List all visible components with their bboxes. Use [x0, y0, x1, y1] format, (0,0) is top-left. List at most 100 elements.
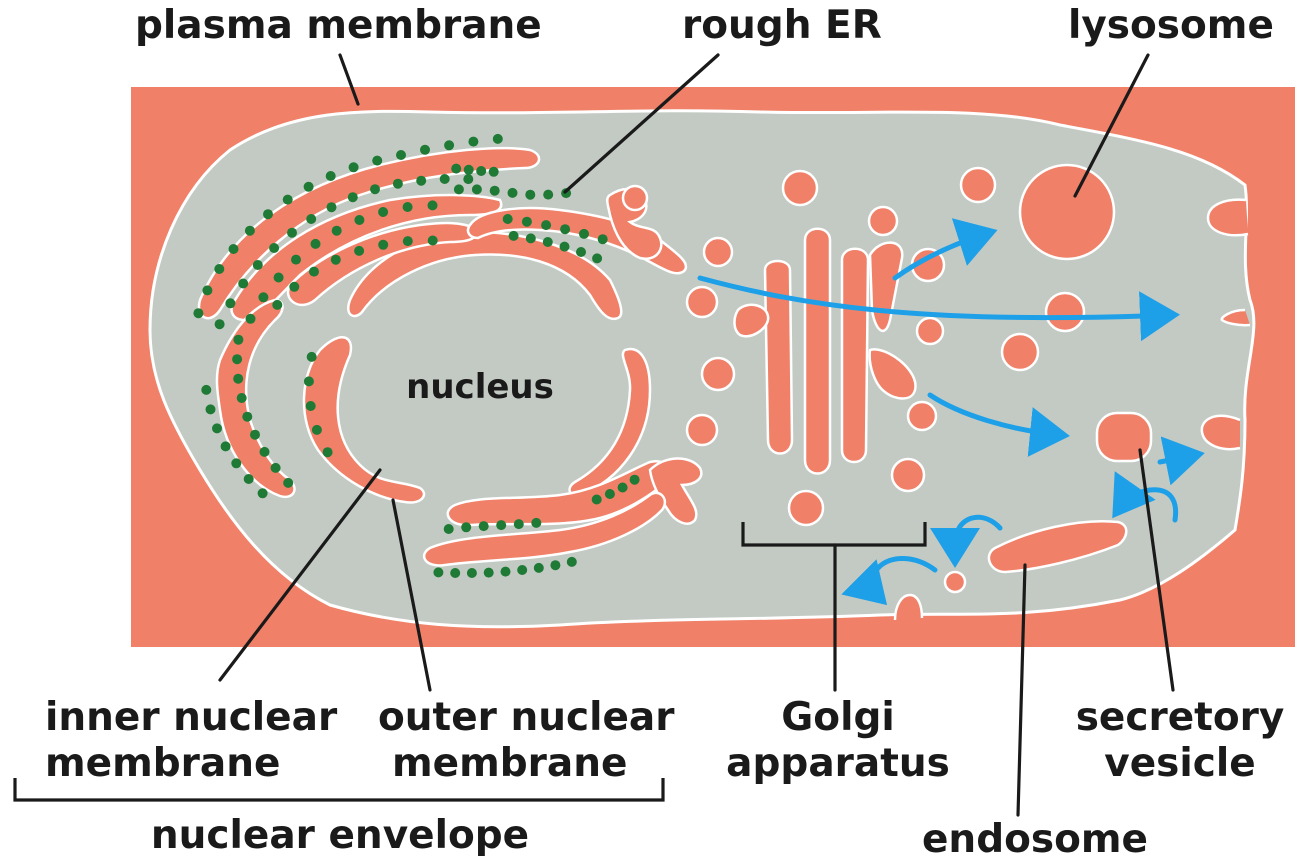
golgi-apparatus-label-line2: apparatus	[726, 741, 950, 786]
ribosome-dot	[550, 560, 561, 571]
ribosome-dot	[463, 164, 474, 175]
ribosome-dot	[439, 174, 450, 184]
ribosome-dot	[466, 568, 477, 578]
ribosome-dot	[476, 166, 487, 176]
ribosome-dot	[193, 308, 204, 319]
ribosome-dot	[496, 520, 507, 531]
nuclear-envelope-cisternae	[302, 230, 672, 527]
ribosome-dot	[461, 522, 472, 533]
ribosome-dot	[507, 187, 518, 198]
ribosome-dot	[370, 184, 380, 195]
arrow-endosome-to-vesicle	[930, 514, 1003, 568]
leader-lysosome	[1073, 53, 1150, 198]
ribosome-dot	[531, 517, 542, 528]
golgi-bracket	[741, 522, 927, 547]
inner-nuclear-membrane-label-line2: membrane	[45, 741, 280, 786]
ribosome-dot	[232, 354, 243, 365]
membrane-pit-bottom	[893, 593, 924, 621]
lysosome-label: lysosome	[1068, 3, 1274, 48]
arrow-secretory-to-membrane	[1157, 436, 1205, 486]
ribosome-dot	[500, 566, 511, 577]
golgi-cisterna-6	[733, 303, 770, 338]
ribosome-dot	[463, 174, 474, 185]
golgi-cisterna-2	[803, 227, 832, 475]
vesicle	[1000, 332, 1040, 372]
ribosome-dot	[444, 140, 455, 151]
leader-outer-nuclear-membrane	[391, 498, 432, 692]
ribosome-dot	[242, 411, 253, 422]
ribosome-dot	[258, 292, 269, 303]
ribosome-dot	[228, 244, 239, 254]
arrow-golgi-to-lysosome	[892, 218, 998, 281]
ribosome-dot	[489, 185, 500, 196]
arrow-vesicle-to-pit	[841, 556, 938, 606]
vesicle	[685, 413, 719, 447]
ribosome-dot	[392, 178, 403, 189]
golgi-apparatus-label-line1: Golgi	[781, 695, 894, 740]
ribosome-dot	[236, 393, 247, 403]
ribosome-dot	[231, 458, 242, 469]
ribosome-dot	[243, 474, 254, 484]
golgi-cisterna-1	[763, 259, 794, 455]
ribosome-dot	[220, 441, 231, 452]
ribosome-dot	[420, 144, 430, 155]
ribosome-dot	[205, 404, 216, 415]
ribosome-dot	[579, 228, 589, 239]
nuclear-envelope-left	[302, 336, 426, 504]
transport-arrows	[697, 218, 1205, 606]
ribosome-dot	[212, 423, 222, 434]
vesicle	[906, 400, 938, 432]
ribosome-dot	[402, 202, 413, 212]
ribosome-dot	[287, 227, 297, 238]
ribosome-dot	[269, 243, 280, 253]
ribosome-dot	[427, 235, 438, 246]
ribosome-dot	[502, 214, 513, 224]
ribosome-dot	[492, 133, 503, 144]
lysosome-organelle	[1018, 163, 1116, 261]
vesicles	[621, 166, 1086, 594]
vesicle	[1044, 291, 1086, 333]
ribosome-dot	[303, 376, 314, 387]
ribosome-dot	[617, 482, 628, 493]
ribosome-dot	[309, 266, 319, 277]
ribosome-dot	[433, 567, 444, 578]
ribosome-dot	[238, 278, 249, 289]
leader-endosome	[1016, 563, 1027, 817]
ribosome-dot	[214, 319, 225, 330]
secretory-vesicle-label-line2: vesicle	[1104, 741, 1255, 786]
ribosome-dot	[252, 260, 263, 270]
ribosome-dot	[354, 245, 365, 256]
ribosome-dot	[453, 184, 464, 195]
ribosome-dot	[471, 184, 482, 195]
ribosome-dot	[233, 334, 244, 345]
ribosome-dot	[201, 384, 212, 395]
inner-nuclear-membrane-label-line1: inner nuclear	[45, 695, 338, 740]
leader-lines	[218, 53, 1175, 817]
leader-plasma-membrane	[338, 53, 360, 106]
arrow-membrane-to-endosome	[1112, 471, 1179, 523]
plasma-membrane-label: plasma membrane	[135, 3, 542, 48]
ribosome-dot	[508, 230, 519, 241]
ribosome-dot	[488, 166, 499, 177]
ribosome-dot	[225, 298, 236, 309]
ribosome-dot	[306, 214, 317, 224]
ribosome-dot	[322, 447, 333, 458]
arrow-golgi-to-secretory	[927, 392, 1070, 457]
ribosome-dot	[402, 236, 413, 247]
ribosome-dot	[533, 562, 544, 573]
ribosome-dot	[443, 524, 454, 534]
ribosome-dot	[517, 565, 528, 575]
ribosome-dot	[560, 224, 571, 235]
ribosome-dot	[348, 162, 359, 173]
ribosome-dot	[244, 225, 255, 236]
ribosome-dot	[468, 136, 479, 147]
membrane-pit-right-lower	[1200, 414, 1241, 451]
secretory-vesicle-label-line1: secretory	[1076, 695, 1285, 740]
ribosome-dot	[542, 237, 553, 247]
leader-rough-er	[563, 53, 720, 194]
arrow-golgi-to-membrane	[697, 275, 1180, 342]
endosome-organelle	[987, 520, 1128, 574]
vesicle	[621, 184, 649, 212]
ribosome-dot	[310, 238, 321, 249]
